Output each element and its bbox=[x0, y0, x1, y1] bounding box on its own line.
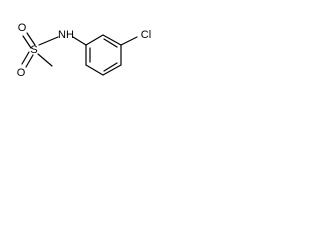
atom-label-o-top: O bbox=[18, 22, 27, 34]
bond-nh-ring bbox=[72, 36, 87, 46]
atom-label-o-bottom: O bbox=[17, 67, 26, 79]
chemical-structure-diagram: NH S O O Cl bbox=[17, 22, 151, 79]
ring-bond-2 bbox=[85, 64, 104, 76]
bond-s-nh bbox=[38, 36, 59, 46]
bond-s-o-bottom-2 bbox=[25, 54, 34, 68]
bond-s-methyl bbox=[37, 53, 53, 67]
ring-double-bottom bbox=[103, 62, 118, 72]
atom-label-cl: Cl bbox=[141, 29, 151, 41]
bonds bbox=[21, 32, 138, 76]
atom-label-nh: NH bbox=[58, 29, 74, 41]
structure-canvas: NH S O O Cl bbox=[0, 0, 174, 101]
ring-double-top bbox=[103, 38, 118, 48]
ring-bond-3 bbox=[102, 64, 122, 76]
ring-bond-5 bbox=[102, 34, 122, 46]
atom-labels: NH S O O Cl bbox=[17, 22, 151, 79]
bond-ring-cl bbox=[120, 36, 138, 46]
bond-s-o-bottom-1 bbox=[21, 51, 30, 65]
atom-label-s: S bbox=[30, 44, 37, 56]
ring-bond-6 bbox=[85, 34, 104, 46]
bond-s-o-top-1 bbox=[22, 35, 32, 49]
bond-s-o-top-2 bbox=[26, 32, 36, 46]
